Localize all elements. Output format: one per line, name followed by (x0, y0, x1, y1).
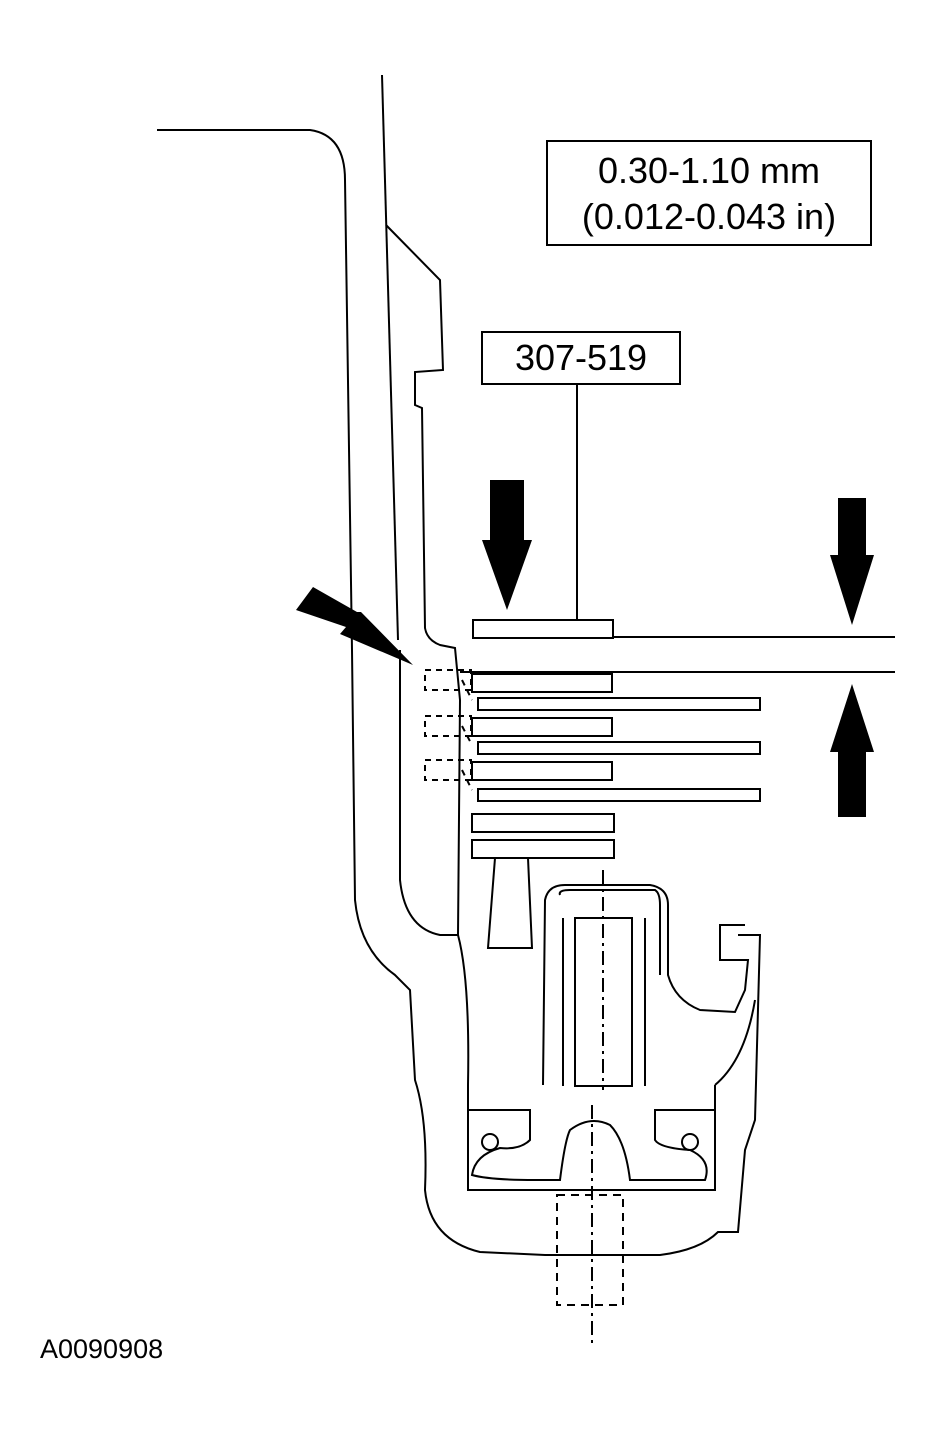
tool-number-box: 307-519 (481, 331, 681, 385)
tool-number: 307-519 (514, 337, 648, 378)
clutch-plate (471, 761, 613, 781)
shaft-line (381, 74, 399, 641)
arrow-down-icon (830, 498, 874, 625)
housing-inner-wall (385, 224, 462, 936)
arrow-down-icon (482, 480, 532, 610)
clutch-plate (471, 717, 613, 737)
clearance-spec-imperial: (0.012-0.043 in) (581, 196, 837, 237)
figure-id: A0090908 (40, 1334, 164, 1364)
hidden-plate-tabs (424, 669, 473, 791)
housing-outer-wall (157, 129, 762, 1256)
clearance-spec-box: 0.30-1.10 mm (0.012-0.043 in) (546, 140, 872, 246)
hub-inner-contour (714, 999, 756, 1086)
clutch-disc (477, 741, 761, 755)
spring-retainer (468, 1109, 715, 1181)
retainer-hole (481, 1133, 499, 1151)
hub-lower-contour (457, 934, 716, 1191)
clutch-plate (471, 813, 615, 833)
piston-inner (558, 889, 661, 975)
clutch-plate (471, 839, 615, 859)
clearance-spec-metric: 0.30-1.10 mm (597, 150, 821, 191)
piston-support (486, 857, 534, 949)
clutch-plate (471, 673, 613, 693)
pressure-plate (472, 619, 614, 639)
arrow-diagonal-icon (296, 587, 413, 665)
arrow-up-icon (830, 684, 874, 817)
clutch-disc (477, 788, 761, 802)
bolt-hidden (556, 1194, 624, 1306)
retainer-hole (681, 1133, 699, 1151)
clutch-disc (477, 697, 761, 711)
piston-body (542, 884, 750, 1086)
